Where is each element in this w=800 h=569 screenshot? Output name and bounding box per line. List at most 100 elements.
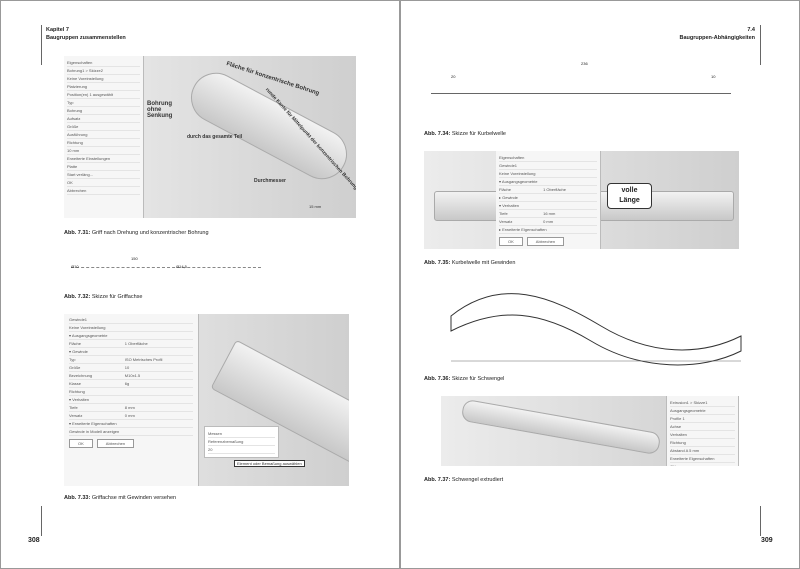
panel-row[interactable]: Achse xyxy=(670,423,735,431)
panel-row[interactable]: OK xyxy=(670,463,735,466)
panel-row[interactable]: Eigenschaften xyxy=(499,154,597,162)
panel-row[interactable]: Erweiterte Eigenschaften xyxy=(670,455,735,463)
panel-row[interactable]: Position(en) 1 ausgewählt xyxy=(67,91,140,99)
row-label: Bezeichnung xyxy=(69,373,93,378)
panel-row[interactable]: Bohrung1 > Skizze2 xyxy=(67,67,140,75)
row-label: Versatz xyxy=(499,219,513,224)
panel-row[interactable]: ▸ Gewinde xyxy=(499,194,597,202)
row-value[interactable]: 16 mm xyxy=(543,211,556,216)
panel-row[interactable]: Referenzbemaßung xyxy=(208,438,275,446)
row-label: Größe xyxy=(69,365,81,370)
row-label: Versatz xyxy=(69,413,83,418)
panel-row[interactable]: Abbrechen xyxy=(67,187,140,195)
footer-rule xyxy=(41,506,42,536)
row-label: Gewinde in Modell anzeigen xyxy=(69,429,120,434)
row-value[interactable]: 6g xyxy=(124,381,130,386)
panel-row[interactable]: 10 mm xyxy=(67,147,140,155)
panel-row[interactable]: Abstand A 5 mm xyxy=(670,447,735,455)
panel-row[interactable]: Verhalten xyxy=(670,431,735,439)
annotation: durch das gesamte Teil xyxy=(187,134,243,140)
row-value[interactable]: 1 Oberfläche xyxy=(543,187,566,192)
panel-row[interactable]: ▾ Ausgangsgeometrie xyxy=(69,332,193,340)
row-label: ▾ Ausgangsgeometrie xyxy=(69,333,108,338)
sketch-7-36 xyxy=(450,293,742,366)
panel-row[interactable]: ▾ Verhalten xyxy=(69,396,193,404)
panel-row[interactable]: Versatz 0 mm xyxy=(69,412,193,420)
annotation: Durchmesser xyxy=(254,178,286,184)
cancel-button[interactable]: Abbrechen xyxy=(96,439,135,448)
panel-row[interactable]: ▾ Verhalten xyxy=(499,202,597,210)
panel-row[interactable]: ▾ Gewinde xyxy=(69,348,193,356)
panel-row[interactable]: ▾ Ausgangsgeometrie xyxy=(499,178,597,186)
row-label: Keine Voreinstellung xyxy=(499,171,536,176)
row-value[interactable]: 0 mm xyxy=(124,413,135,418)
caption-number: Abb. 7.35: xyxy=(424,260,451,266)
panel-row[interactable]: Richtung xyxy=(69,388,193,396)
row-value[interactable]: 10 xyxy=(124,365,130,370)
panel-row[interactable]: Eigenschaften xyxy=(67,59,140,67)
panel-row[interactable]: Start verläng... xyxy=(67,171,140,179)
row-label: ▾ Erweiterte Eigenschaften xyxy=(69,421,117,426)
figure-caption: Abb. 7.36: Skizze für Schwengel xyxy=(424,376,504,382)
row-value[interactable]: M10x1.5 xyxy=(124,373,141,378)
panel-row[interactable]: Erweiterte Einstellungen xyxy=(67,155,140,163)
panel-row[interactable]: Größe xyxy=(67,123,140,131)
panel-row[interactable]: 20 xyxy=(208,446,275,454)
panel-row[interactable]: Bohrung xyxy=(67,107,140,115)
panel-row[interactable]: OK xyxy=(67,179,140,187)
row-label: Gewinde1 xyxy=(69,317,88,322)
header-rule xyxy=(41,25,42,65)
cancel-button[interactable]: Abbrechen xyxy=(526,237,565,246)
callout: volle Länge xyxy=(607,183,652,209)
panel-row[interactable]: Platzierung xyxy=(67,83,140,91)
panel-row[interactable]: Keine Voreinstellung xyxy=(499,170,597,178)
panel-row[interactable]: Bezeichnung M10x1.5 xyxy=(69,372,193,380)
row-label: ▸ Gewinde xyxy=(499,195,518,200)
panel-row[interactable]: Ausführung xyxy=(67,131,140,139)
panel-row[interactable]: ▸ Erweiterte Eigenschaften xyxy=(499,226,597,234)
ok-button[interactable]: OK xyxy=(499,237,523,246)
caption-number: Abb. 7.33: xyxy=(64,495,91,501)
panel-row[interactable]: Gewinde1 xyxy=(69,316,193,324)
figure-caption: Abb. 7.37: Schwengel extrudiert xyxy=(424,477,503,483)
row-label: ▾ Verhalten xyxy=(499,203,520,208)
ok-button[interactable]: OK xyxy=(69,439,93,448)
row-value[interactable]: ISO Metrisches Profil xyxy=(124,357,163,362)
panel-row[interactable]: Größe 10 xyxy=(69,364,193,372)
panel-row[interactable]: Keine Voreinstellung xyxy=(67,75,140,83)
panel-row[interactable]: Messen xyxy=(208,430,275,438)
row-value[interactable]: 0 mm xyxy=(543,219,554,224)
panel-row[interactable]: Platte xyxy=(67,163,140,171)
footer-rule xyxy=(760,506,761,536)
row-label: ▾ Ausgangsgeometrie xyxy=(499,179,538,184)
panel-row[interactable]: Richtung xyxy=(67,139,140,147)
panel-row[interactable]: Extrusion1 > Skizze1 xyxy=(670,399,735,407)
panel-row[interactable]: Richtung xyxy=(670,439,735,447)
panel-row[interactable]: Typ xyxy=(67,99,140,107)
panel-row[interactable]: Gewinde in Modell anzeigen xyxy=(69,428,193,436)
dimension: 20 xyxy=(451,74,456,79)
row-value[interactable]: 1 Oberfläche xyxy=(124,341,148,346)
panel-row[interactable]: Keine Voreinstellung xyxy=(69,324,193,332)
sketch-7-32 xyxy=(71,267,261,268)
panel-row[interactable]: Profile 1 xyxy=(670,415,735,423)
panel-row[interactable]: Versatz 0 mm xyxy=(499,218,597,226)
panel-row[interactable]: Aufsatz xyxy=(67,115,140,123)
panel-row[interactable]: Gewinde1 xyxy=(499,162,597,170)
caption-text: Schwengel extrudiert xyxy=(451,477,504,483)
caption-number: Abb. 7.32: xyxy=(64,294,91,300)
panel-row[interactable]: ▾ Erweiterte Eigenschaften xyxy=(69,420,193,428)
row-value[interactable]: 8 mm xyxy=(124,405,135,410)
row-label: Richtung xyxy=(69,389,85,394)
panel-row[interactable]: Ausgangsgeometrie xyxy=(670,407,735,415)
row-label: ▾ Gewinde xyxy=(69,349,88,354)
